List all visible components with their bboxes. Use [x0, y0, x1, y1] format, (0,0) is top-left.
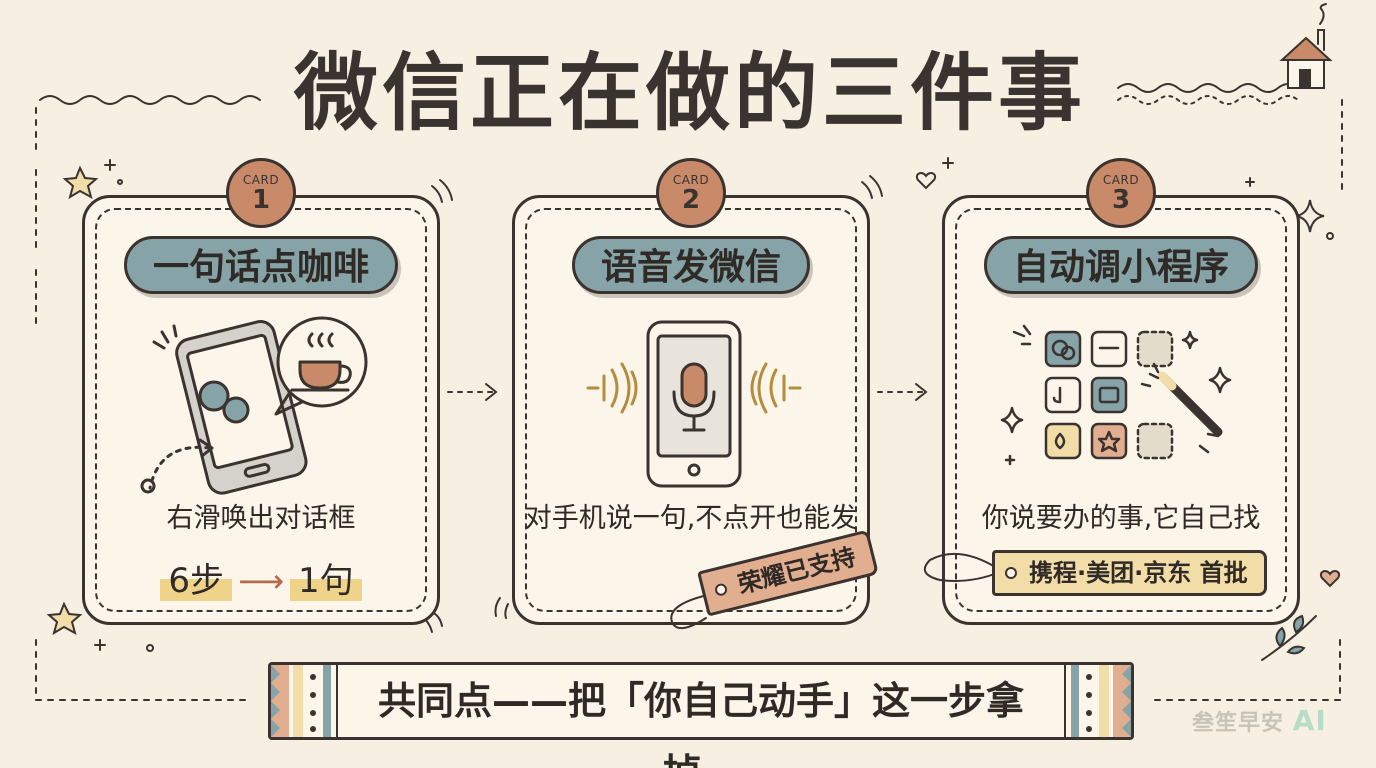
phone-microphone-icon: [586, 320, 802, 488]
mini-program-grid-wand-icon: [1000, 324, 1232, 466]
card-badge-label: CARD: [242, 173, 280, 187]
card-badge: CARD 3: [1086, 158, 1156, 228]
tag-hole: [1005, 567, 1017, 579]
steps-before: 6步: [160, 561, 233, 601]
partners-tag-label: 携程·美团·京东 首批: [1029, 559, 1248, 587]
steps-after: 1句: [289, 561, 362, 601]
phone-chat-coffee-icon: [140, 316, 368, 495]
summary-text: 共同点——把「你自己动手」这一步拿掉。: [377, 679, 1024, 768]
card-coffee: CARD 1 一句话点咖啡: [82, 158, 440, 625]
card-heading: 自动调小程序: [983, 236, 1259, 294]
arrow-right-icon: ⟶: [238, 562, 284, 600]
card-heading: 语音发微信: [571, 236, 811, 294]
watermark-suffix: AI: [1292, 704, 1327, 737]
page-title: 微信正在做的三件事: [293, 44, 1086, 142]
card-badge-label: CARD: [1102, 173, 1140, 187]
card-badge: CARD 2: [656, 158, 726, 228]
partners-tag: 携程·美团·京东 首批: [992, 550, 1267, 596]
steps-comparison: 6步⟶1句: [85, 553, 437, 602]
card-badge: CARD 1: [226, 158, 296, 228]
summary-banner: 共同点——把「你自己动手」这一步拿掉。: [268, 662, 1134, 768]
card-heading: 一句话点咖啡: [123, 236, 399, 294]
card-caption: 对手机说一句,不点开也能发: [524, 503, 858, 534]
card-caption: 右滑唤出对话框: [166, 503, 356, 534]
banner-pattern-left: [271, 665, 338, 737]
card-badge-number: 1: [251, 185, 271, 215]
watermark-text: 叁笙早安: [1192, 711, 1285, 736]
watermark: 叁笙早安 AI: [1192, 704, 1327, 737]
card-badge-number: 3: [1111, 185, 1131, 215]
tag-hole: [713, 582, 729, 597]
card-caption: 你说要办的事,它自己找: [981, 503, 1261, 534]
banner-pattern-right: [1064, 665, 1131, 737]
card-badge-number: 2: [681, 185, 701, 215]
card-badge-label: CARD: [672, 173, 710, 187]
